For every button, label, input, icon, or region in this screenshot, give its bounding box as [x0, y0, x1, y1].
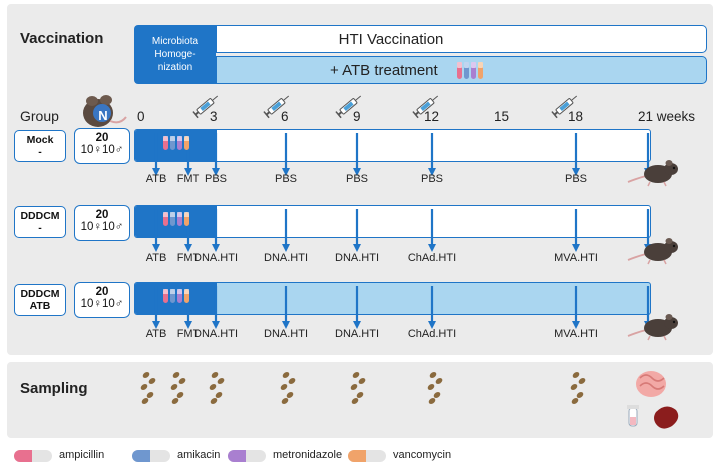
event-label: PBS — [420, 173, 443, 185]
homogenization-line-2: Homoge- — [154, 49, 196, 60]
group-name-line2: - — [38, 222, 42, 234]
group-sex: 10♀10♂ — [80, 298, 124, 310]
event-label: DNA.HTI — [335, 252, 379, 264]
group-box-dddcm: DDDCM - — [14, 206, 66, 238]
tick-6: 6 — [281, 109, 289, 124]
group-name-line1: Mock — [26, 134, 54, 146]
group-label: Group — [20, 108, 59, 124]
sampling-panel — [7, 362, 713, 438]
event-label: ChAd.HTI — [407, 252, 457, 264]
group-name-line2: ATB — [29, 300, 51, 312]
hti-vaccination-box — [216, 25, 707, 53]
event-label: ATB — [145, 173, 167, 185]
event-label: FMT — [176, 328, 200, 340]
mouse-n-icon — [83, 95, 127, 127]
homogenization-label: Microbiota Homoge- nization — [134, 35, 216, 74]
event-label: MVA.HTI — [554, 328, 598, 340]
n-box-dddcm: 20 10♀10♂ — [74, 205, 130, 241]
homogenization-line-3: nization — [157, 62, 193, 73]
group-n: 20 — [95, 132, 109, 144]
sampling-title: Sampling — [20, 380, 88, 397]
event-label: ATB — [145, 252, 167, 264]
tick-12: 12 — [424, 109, 440, 124]
feces-sample-icon — [350, 372, 366, 404]
syringe-icon-week-18 — [551, 95, 578, 119]
legend-swatch-amikacin — [132, 450, 170, 462]
n-box-mock: 20 10♀10♂ — [74, 128, 130, 164]
group-sex: 10♀10♂ — [80, 144, 124, 156]
tick-21-weeks: 21 weeks — [638, 109, 696, 124]
event-label: FMT — [176, 252, 200, 264]
event-label: PBS — [345, 173, 368, 185]
homogenization-box — [134, 25, 216, 84]
event-label: DNA.HTI — [264, 328, 308, 340]
feces-sample-icon — [280, 372, 296, 404]
legend-swatch-metronidazole — [228, 450, 266, 462]
group-name-line1: DDDCM — [20, 210, 60, 222]
antibiotic-tubes-icon — [457, 62, 483, 79]
tick-9: 9 — [353, 109, 361, 124]
event-label: PBS — [274, 173, 297, 185]
n-box-dddcm-atb: 20 10♀10♂ — [74, 282, 130, 318]
sampling-icons — [140, 371, 679, 429]
homogenization-line-1: Microbiota — [151, 36, 199, 47]
timeline-arrows — [152, 133, 678, 341]
group-box-mock: Mock - — [14, 130, 66, 162]
event-label: ChAd.HTI — [407, 328, 457, 340]
event-label: DNA.HTI — [335, 328, 379, 340]
syringe-icon-week-6 — [263, 95, 290, 119]
legend-label: vancomycin — [393, 449, 452, 461]
tick-18: 18 — [568, 109, 584, 124]
legend-label: metronidazole — [273, 449, 343, 461]
legend-swatch-vancomycin — [348, 450, 386, 462]
legend-label: ampicillin — [59, 449, 105, 461]
timeline-bar-mock — [134, 129, 651, 162]
spleen-icon — [654, 406, 679, 429]
syringe-icon-week-3 — [192, 95, 219, 119]
hti-vaccination-label: HTI Vaccination — [338, 31, 444, 48]
event-label: DNA.HTI — [264, 252, 308, 264]
mouse-icon — [627, 314, 678, 341]
intestine-icon — [636, 371, 666, 397]
legend-swatch-ampicillin — [14, 450, 52, 462]
syringe-icon-week-9 — [335, 95, 362, 119]
mouse-icon — [627, 238, 678, 265]
tick-15: 15 — [494, 109, 510, 124]
feces-sample-icon — [427, 372, 443, 404]
event-label: PBS — [564, 173, 587, 185]
feces-sample-icon — [170, 372, 186, 404]
event-label: ATB — [145, 328, 167, 340]
vaccination-title: Vaccination — [20, 30, 104, 47]
sample-tube-icon — [627, 405, 639, 427]
event-label: FMT — [176, 173, 200, 185]
event-label: DNA.HTI — [194, 252, 238, 264]
syringe-icon-week-12 — [412, 95, 439, 119]
atb-treatment-label: + ATB treatment — [330, 62, 438, 79]
tick-0: 0 — [137, 109, 145, 124]
mouse-icon — [627, 160, 678, 187]
legend-label: amikacin — [177, 449, 221, 461]
event-label: MVA.HTI — [554, 252, 598, 264]
group-name-line2: - — [38, 146, 42, 158]
feces-sample-icon — [140, 372, 156, 404]
timeline-bar-dddcm-atb — [134, 282, 651, 315]
n-label: N — [98, 108, 108, 123]
feces-sample-icon — [570, 372, 586, 404]
event-label: DNA.HTI — [194, 328, 238, 340]
timeline-bar-dddcm — [134, 205, 651, 238]
group-name-line1: DDDCM — [20, 288, 60, 300]
group-sex: 10♀10♂ — [80, 221, 124, 233]
group-n: 20 — [95, 286, 109, 298]
feces-sample-icon — [209, 372, 225, 404]
group-n: 20 — [95, 209, 109, 221]
tick-3: 3 — [210, 109, 218, 124]
event-label: PBS — [204, 173, 227, 185]
group-box-dddcm-atb: DDDCM ATB — [14, 284, 66, 316]
